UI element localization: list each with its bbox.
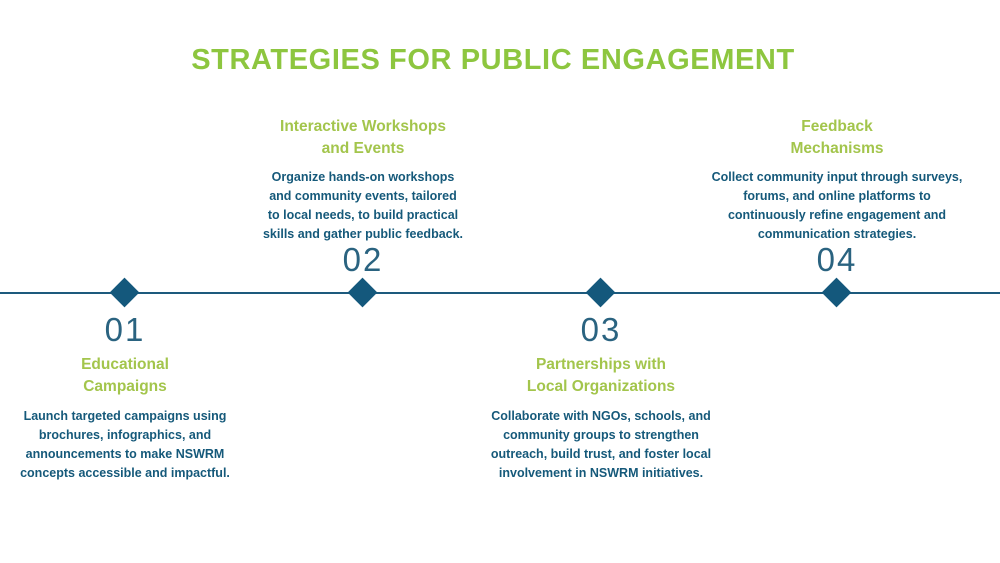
- item-description-line: communication strategies.: [757, 227, 917, 241]
- item-description-line: to local needs, to build practical: [267, 208, 459, 222]
- item-description-line: and community events, tailored: [269, 189, 457, 203]
- item-description-line: involvement in NSWRM initiatives.: [498, 466, 704, 480]
- item-description: Collaborate with NGOs, schools, and comm…: [461, 407, 741, 483]
- item-description-line: concepts accessible and impactful.: [20, 466, 230, 480]
- item-description-line: brochures, infographics, and: [38, 428, 212, 442]
- item-description: Launch targeted campaigns using brochure…: [0, 407, 265, 483]
- item-heading: Feedback Mechanisms: [697, 116, 977, 160]
- item-description-line: community groups to strengthen: [503, 428, 699, 442]
- item-heading-line: Campaigns: [83, 378, 167, 395]
- timeline-item-educational-campaigns: 01 Educational Campaigns Launch targeted…: [0, 312, 265, 483]
- item-description-line: continuously refine engagement and: [727, 208, 947, 222]
- item-heading: Partnerships with Local Organizations: [461, 354, 741, 398]
- item-heading-line: and Events: [321, 140, 405, 157]
- item-number: 01: [104, 311, 146, 348]
- item-description-line: skills and gather public feedback.: [262, 227, 464, 241]
- timeline-item-interactive-workshops: Interactive Workshops and Events Organiz…: [223, 116, 503, 278]
- item-description-line: announcements to make NSWRM: [25, 447, 225, 461]
- item-description-line: Collaborate with NGOs, schools, and: [491, 409, 711, 423]
- item-description-line: Organize hands-on workshops: [271, 170, 455, 184]
- item-heading-line: Local Organizations: [526, 378, 676, 395]
- item-heading: Educational Campaigns: [0, 354, 265, 398]
- item-description-line: Launch targeted campaigns using: [23, 409, 227, 423]
- item-number: 03: [580, 311, 622, 348]
- timeline-item-partnerships: 03 Partnerships with Local Organizations…: [461, 312, 741, 483]
- item-heading-line: Educational: [81, 356, 169, 373]
- item-heading-line: Mechanisms: [790, 140, 884, 157]
- item-heading: Interactive Workshops and Events: [223, 116, 503, 160]
- timeline-line: [0, 292, 1000, 294]
- item-heading-line: Feedback: [801, 118, 873, 135]
- item-heading-line: Partnerships with: [535, 356, 667, 373]
- timeline-diamond-01: [109, 277, 140, 308]
- item-heading-line: Interactive Workshops: [280, 118, 446, 135]
- page-title: STRATEGIES FOR PUBLIC ENGAGEMENT: [191, 44, 795, 77]
- item-description-line: outreach, build trust, and foster local: [490, 447, 712, 461]
- item-number: 04: [816, 241, 858, 278]
- timeline-diamond-04: [821, 277, 852, 308]
- item-description-line: forums, and online platforms to: [743, 189, 931, 203]
- timeline-item-feedback-mechanisms: Feedback Mechanisms Collect community in…: [697, 116, 977, 278]
- timeline-diamond-02: [347, 277, 378, 308]
- item-number: 02: [342, 241, 384, 278]
- item-description: Organize hands-on workshops and communit…: [223, 168, 503, 244]
- item-description-line: Collect community input through surveys,: [711, 170, 963, 184]
- timeline-diamond-03: [585, 277, 616, 308]
- item-description: Collect community input through surveys,…: [697, 168, 977, 244]
